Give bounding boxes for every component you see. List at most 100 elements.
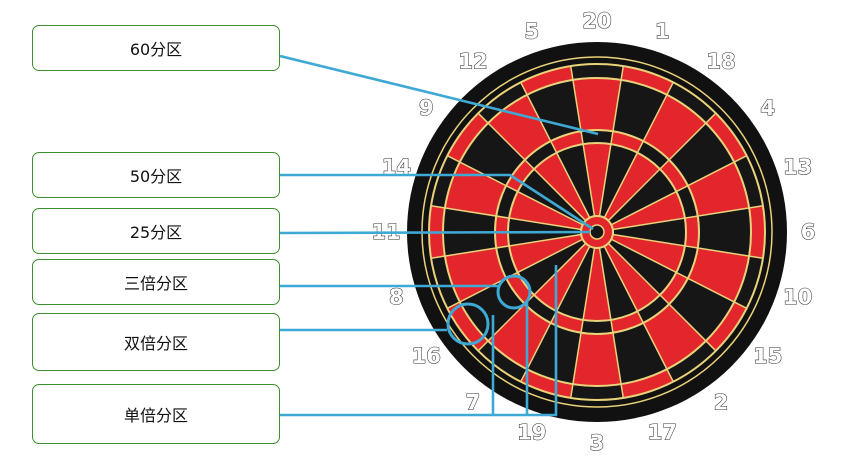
wire-spoke-5 <box>612 204 764 231</box>
wire-spoke-17 <box>446 155 584 226</box>
segment-double-12 <box>478 340 528 382</box>
segment-inner-single-18 <box>534 152 590 221</box>
segment-inner-single-16 <box>509 191 583 230</box>
segment-double-6 <box>734 256 763 309</box>
segment-triple-14 <box>496 245 518 279</box>
board-number-13: 16 <box>412 344 441 368</box>
wire-spoke-4 <box>610 155 748 226</box>
segment-inner-single-0 <box>583 143 611 217</box>
segment-triple-9 <box>610 311 644 333</box>
segment-outer-single-6 <box>687 247 750 302</box>
segment-triple-0 <box>581 130 613 145</box>
segment-triple-3 <box>659 159 688 192</box>
wire-spoke-7 <box>610 238 748 309</box>
wire-spoke-13 <box>477 242 587 352</box>
segment-double-5 <box>749 205 765 259</box>
label-triple-zone: 三倍分区 <box>32 259 280 305</box>
segment-inner-single-7 <box>608 239 677 295</box>
segment-double-2 <box>666 82 716 124</box>
segment-double-14 <box>431 256 460 309</box>
segment-inner-single-14 <box>509 234 583 273</box>
label-single-zone: 单倍分区 <box>32 384 280 444</box>
wire-spoke-14 <box>446 238 584 309</box>
segment-triple-16 <box>496 185 518 219</box>
segment-inner-single-10 <box>583 247 611 321</box>
wire-spoke-3 <box>607 112 717 222</box>
segment-triple-4 <box>676 185 698 219</box>
segment-double-17 <box>447 113 489 163</box>
segment-triple-17 <box>506 159 535 192</box>
wire-spoke-8 <box>607 242 717 352</box>
segment-inner-single-6 <box>611 234 685 273</box>
label-double-zone: 双倍分区 <box>32 313 280 371</box>
segment-double-13 <box>447 301 489 351</box>
segment-outer-single-10 <box>572 332 622 386</box>
segment-double-7 <box>705 301 747 351</box>
double-zone-marker <box>446 302 490 346</box>
segment-outer-single-9 <box>612 322 667 385</box>
segment-triple-19 <box>550 131 584 153</box>
wire-spoke-11 <box>569 247 596 399</box>
segment-triple-10 <box>581 319 613 335</box>
leader-60 <box>279 54 599 136</box>
board-number-18: 12 <box>458 49 487 73</box>
segment-triple-6 <box>676 245 698 279</box>
segment-outer-single-0 <box>572 78 622 132</box>
segment-double-1 <box>621 66 674 95</box>
board-number-2: 18 <box>706 49 735 73</box>
leader-50 <box>280 173 594 231</box>
segment-triple-1 <box>610 131 644 153</box>
board-number-6: 10 <box>783 285 812 309</box>
leader-lines <box>279 54 599 417</box>
segment-inner-single-9 <box>599 246 638 320</box>
board-number-3: 4 <box>760 96 775 120</box>
wire-spoke-0 <box>569 65 596 217</box>
segment-inner-single-4 <box>611 191 685 230</box>
label-60-zone: 60分区 <box>32 25 280 71</box>
board-number-1: 1 <box>655 19 670 43</box>
segment-double-4 <box>734 155 763 208</box>
wire-spoke-19 <box>520 81 591 219</box>
board-number-11: 19 <box>517 421 546 445</box>
board-number-9: 17 <box>648 421 677 445</box>
segment-inner-single-11 <box>556 246 595 320</box>
segment-triple-5 <box>684 216 699 248</box>
segment-double-10 <box>570 384 624 400</box>
wire-spoke-16 <box>430 204 582 231</box>
wire-spoke-15 <box>430 233 582 260</box>
board-number-5: 6 <box>801 220 816 244</box>
segment-outer-single-5 <box>697 207 751 257</box>
segment-triple-2 <box>637 141 670 170</box>
segment-inner-single-13 <box>517 239 586 295</box>
board-number-19: 5 <box>524 19 539 43</box>
label-25-zone: 25分区 <box>32 208 280 254</box>
wire-spoke-9 <box>603 245 674 383</box>
segment-double-19 <box>520 66 573 95</box>
board-number-4: 13 <box>783 155 812 179</box>
segment-double-11 <box>520 369 573 398</box>
segment-outer-single-14 <box>444 247 507 302</box>
segment-inner-single-3 <box>608 169 677 225</box>
segment-inner-single-17 <box>517 169 586 225</box>
wire-spoke-18 <box>477 112 587 222</box>
segment-triple-7 <box>659 272 688 305</box>
segment-double-3 <box>705 113 747 163</box>
board-number-7: 15 <box>753 344 782 368</box>
segment-double-16 <box>431 155 460 208</box>
segment-triple-8 <box>637 294 670 323</box>
leader-25 <box>279 230 591 235</box>
segment-double-18 <box>478 82 528 124</box>
segment-double-9 <box>621 369 674 398</box>
segment-inner-single-2 <box>604 152 660 221</box>
wire-spoke-1 <box>598 65 625 217</box>
board-number-12: 7 <box>466 391 481 415</box>
wire-spoke-6 <box>612 233 764 260</box>
segment-outer-single-1 <box>612 79 667 142</box>
board-number-10: 3 <box>590 431 605 455</box>
board-number-14: 8 <box>389 285 404 309</box>
board-number-8: 2 <box>714 391 729 415</box>
segment-triple-12 <box>524 294 557 323</box>
segment-double-0 <box>570 64 624 80</box>
segment-triple-18 <box>524 141 557 170</box>
